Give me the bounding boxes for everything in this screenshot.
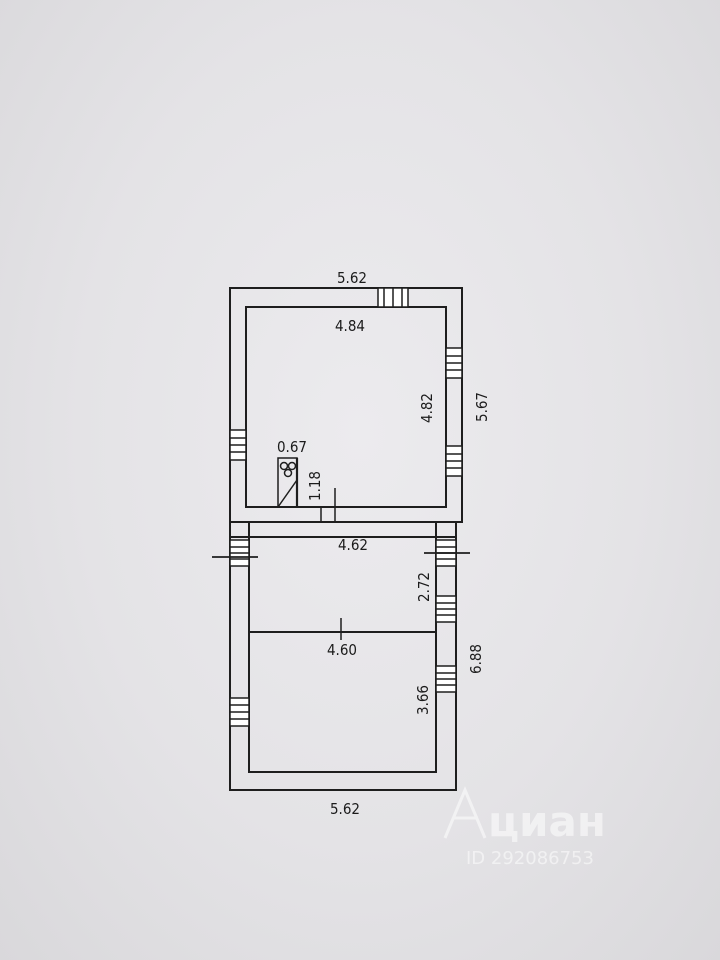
bathroom: [277, 457, 299, 508]
top-outer-width: 5.62: [337, 269, 367, 287]
watermark: циан ID 292086753: [443, 786, 606, 869]
bottom-outer-width: 5.62: [330, 800, 360, 818]
room2-depth: 2.72: [415, 572, 433, 602]
toilet-icon: [279, 461, 289, 471]
bathroom-depth: 1.18: [306, 471, 324, 501]
lower-block-walls: [229, 522, 457, 791]
window-right-lower-1: [435, 595, 457, 623]
window-right-middle: [445, 445, 463, 477]
watermark-id: ID 292086753: [466, 848, 594, 869]
watermark-brand: циан: [488, 797, 606, 846]
partition-width: 4.62: [338, 536, 368, 554]
room1-outer-depth: 5.67: [473, 392, 491, 422]
room1-inner-width: 4.84: [335, 317, 365, 335]
entrance-door-right: [424, 539, 470, 567]
bathroom-width: 0.67: [277, 438, 307, 456]
window-left-lower: [229, 697, 250, 727]
entrance-door-left: [212, 539, 258, 567]
window-right-upper: [445, 347, 463, 379]
partition-door: [320, 488, 342, 640]
room3-width: 4.60: [327, 641, 357, 659]
room3-depth: 3.66: [414, 685, 432, 715]
cian-logo-icon: [443, 786, 487, 839]
window-left-upper: [229, 429, 247, 461]
window-top: [377, 287, 409, 308]
room1-inner-depth: 4.82: [418, 393, 436, 423]
lower-outer-depth: 6.88: [467, 644, 485, 674]
window-right-lower-2: [435, 665, 457, 693]
